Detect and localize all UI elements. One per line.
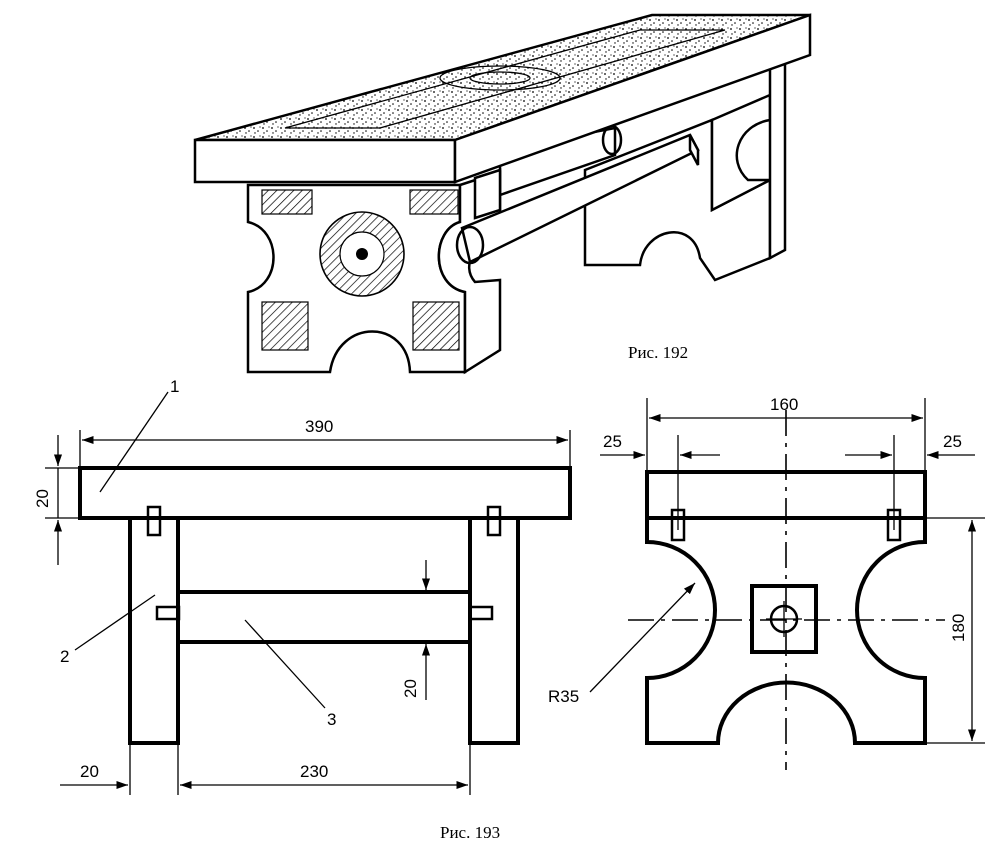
- carving-top-left: [261, 189, 313, 215]
- caption-fig193: Рис. 193: [440, 823, 500, 842]
- left-leg: [128, 516, 180, 745]
- tenon-left: [155, 605, 181, 621]
- dim-bar-height-20: 20: [401, 679, 420, 698]
- dim-leg-thickness-20: 20: [80, 762, 99, 781]
- wedge-left-top: [146, 505, 162, 537]
- dim-height-180: 180: [949, 614, 968, 642]
- callout-3: 3: [327, 710, 336, 729]
- front-view: 390 20 20 20 230 1 2 3 Рис. 193: [33, 377, 572, 842]
- radius-label-r35: R35: [548, 687, 579, 706]
- isometric-bench: Рис. 192: [193, 13, 812, 375]
- stretcher-bar: [176, 590, 472, 644]
- carving-top-right: [409, 189, 459, 215]
- callout-1: 1: [170, 377, 179, 396]
- callout-2: 2: [60, 647, 69, 666]
- seat-board: [78, 466, 572, 520]
- carving-bottom-right: [412, 301, 460, 351]
- dim-left-offset-25: 25: [603, 432, 622, 451]
- tenon-right: [468, 605, 494, 621]
- carving-bottom-left: [261, 301, 309, 351]
- front-stretcher: [455, 133, 700, 265]
- dim-right-offset-25: 25: [943, 432, 962, 451]
- front-leg: [246, 168, 502, 375]
- caption-fig192: Рис. 192: [628, 343, 688, 362]
- seat-top: [193, 13, 812, 184]
- tenon-hole: [750, 584, 818, 654]
- wedge-right-top: [486, 505, 502, 537]
- dim-length-390: 390: [305, 417, 333, 436]
- dim-top-thickness-20: 20: [33, 489, 52, 508]
- side-view: 160 25 25 180 R35: [548, 395, 985, 770]
- dim-inner-span-230: 230: [300, 762, 328, 781]
- dim-width-160: 160: [770, 395, 798, 414]
- side-leg-outline: [645, 516, 927, 745]
- right-leg: [468, 516, 520, 745]
